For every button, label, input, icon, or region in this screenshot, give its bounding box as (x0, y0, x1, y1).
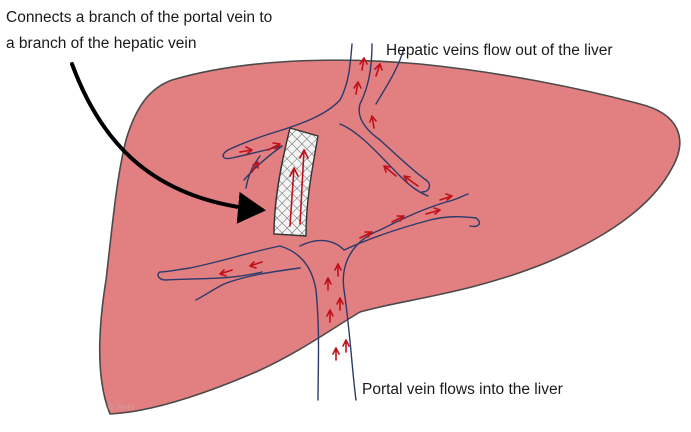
hepatic-veins-label: Hepatic veins flow out of the liver (386, 42, 613, 59)
watermark: © Anni (108, 402, 135, 412)
shunt-caption-line-1: Connects a branch of the portal vein to (6, 9, 272, 26)
portal-vein-label: Portal vein flows into the liver (362, 381, 563, 398)
liver-shape (100, 60, 680, 414)
shunt-caption-line-2: a branch of the hepatic vein (6, 35, 196, 52)
